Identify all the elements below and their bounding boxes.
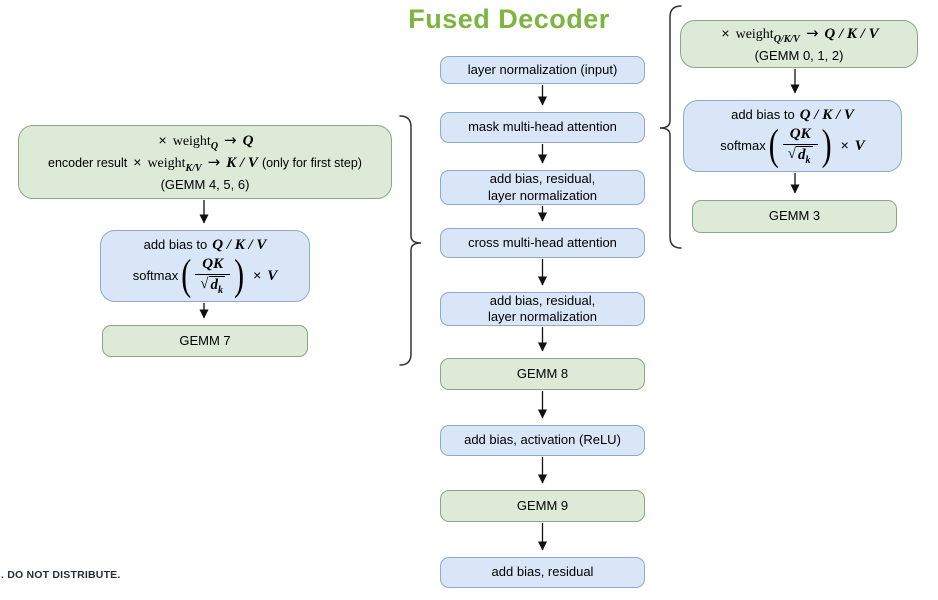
- gemm-ids-label: (GEMM 4, 5, 6): [160, 177, 250, 193]
- times-sign: ×: [721, 24, 730, 41]
- left-curly-brace: [399, 115, 422, 366]
- fraction-numerator: QK: [195, 256, 231, 275]
- box-label: add bias, activation (ReLU): [464, 432, 621, 448]
- box-cross-multi-head-attention: cross multi-head attention: [440, 228, 645, 258]
- box-label: GEMM 9: [516, 497, 569, 513]
- maps-to-arrow: →: [805, 23, 819, 42]
- open-paren: (: [768, 121, 779, 170]
- open-paren: (: [181, 251, 192, 300]
- softmax-label: softmax: [720, 137, 766, 153]
- box-gemm-9: GEMM 9: [440, 490, 645, 522]
- left-attention-formula-box: add bias to Q / K / V softmax ( QK √dk )…: [100, 230, 310, 302]
- times-sign: ×: [133, 153, 142, 170]
- times-v: ×V: [253, 267, 278, 284]
- box-label: GEMM 7: [179, 332, 231, 348]
- close-paren: ): [821, 121, 832, 170]
- box-add-bias-activation-relu: add bias, activation (ReLU): [440, 425, 645, 456]
- box-add-bias-residual: add bias, residual: [440, 557, 645, 588]
- weights-row-2: encoder result × weightK/V → K / V (only …: [48, 153, 362, 175]
- box-gemm-7: GEMM 7: [102, 325, 308, 357]
- result-term: K / V: [226, 154, 258, 171]
- box-label: cross multi-head attention: [468, 234, 617, 250]
- box-label: layer normalization (input): [467, 61, 618, 77]
- fraction: QK √dk: [782, 126, 818, 167]
- times-v: ×V: [840, 137, 865, 154]
- box-label: GEMM 3: [768, 208, 821, 224]
- softmax-formula: softmax ( QK √dk ) ×V: [720, 121, 865, 170]
- left-weights-formula-box: × weightQ → Q encoder result × weightK/V →…: [18, 125, 392, 199]
- softmax-formula: softmax ( QK √dk ) ×V: [132, 251, 278, 300]
- weights-row-1: × weightQ/K/V → Q / K / V: [719, 24, 878, 46]
- maps-to-arrow: →: [224, 130, 237, 149]
- weight-term: weightQ: [172, 133, 219, 152]
- box-add-bias-residual-layernorm-1: add bias, residual, layer normalization: [440, 170, 645, 205]
- box-label: add bias, residual, layer normalization: [487, 292, 598, 324]
- box-label: add bias, residual, layer normalization: [487, 171, 598, 203]
- fraction: QK √dk: [195, 256, 231, 297]
- add-bias-line: add bias to Q / K / V: [731, 106, 854, 125]
- page-title: Fused Decoder: [408, 4, 610, 34]
- right-attention-formula-box: add bias to Q / K / V softmax ( QK √dk )…: [683, 100, 902, 172]
- fraction-denominator: √dk: [788, 145, 813, 167]
- right-weights-formula-box: × weightQ/K/V → Q / K / V (GEMM 0, 1, 2): [680, 20, 918, 68]
- maps-to-arrow: →: [207, 152, 221, 171]
- box-gemm-3: GEMM 3: [692, 200, 897, 233]
- softmax-label: softmax: [132, 267, 179, 283]
- right-curly-brace: [659, 5, 682, 249]
- weight-term: weightQ/K/V: [735, 26, 800, 45]
- root-content: dk: [208, 275, 226, 296]
- box-gemm-8: GEMM 8: [440, 358, 645, 390]
- times-sign: ×: [158, 131, 167, 148]
- box-add-bias-residual-layernorm-2: add bias, residual, layer normalization: [440, 292, 645, 326]
- add-bias-line: add bias to Q / K / V: [144, 236, 267, 255]
- root-content: dk: [796, 145, 813, 166]
- result-term: Q / K / V: [824, 25, 879, 42]
- fraction-denominator: √dk: [200, 275, 226, 297]
- box-label: mask multi-head attention: [468, 119, 617, 135]
- fraction-numerator: QK: [782, 126, 818, 145]
- box-label: GEMM 8: [516, 365, 569, 381]
- box-mask-multi-head-attention: mask multi-head attention: [440, 112, 645, 143]
- encoder-result-label: encoder result: [48, 155, 128, 170]
- qkv-term: Q / K / V: [799, 106, 854, 123]
- weight-term: weightK/V: [147, 155, 202, 174]
- weights-row-1: × weightQ → Q: [157, 131, 254, 153]
- add-bias-text: add bias to: [731, 106, 795, 122]
- radical-sign: √: [200, 275, 209, 292]
- confidential-footer: . DO NOT DISTRIBUTE.: [1, 569, 121, 581]
- add-bias-text: add bias to: [143, 236, 208, 252]
- first-step-note: (only for first step): [261, 155, 362, 170]
- close-paren: ): [234, 251, 245, 300]
- result-term: Q: [242, 132, 254, 149]
- box-layer-norm-input: layer normalization (input): [440, 56, 645, 84]
- gemm-ids-label: (GEMM 0, 1, 2): [754, 48, 844, 64]
- radical-sign: √: [787, 145, 797, 162]
- box-label: add bias, residual: [491, 564, 594, 580]
- qkv-term: Q / K / V: [212, 236, 267, 253]
